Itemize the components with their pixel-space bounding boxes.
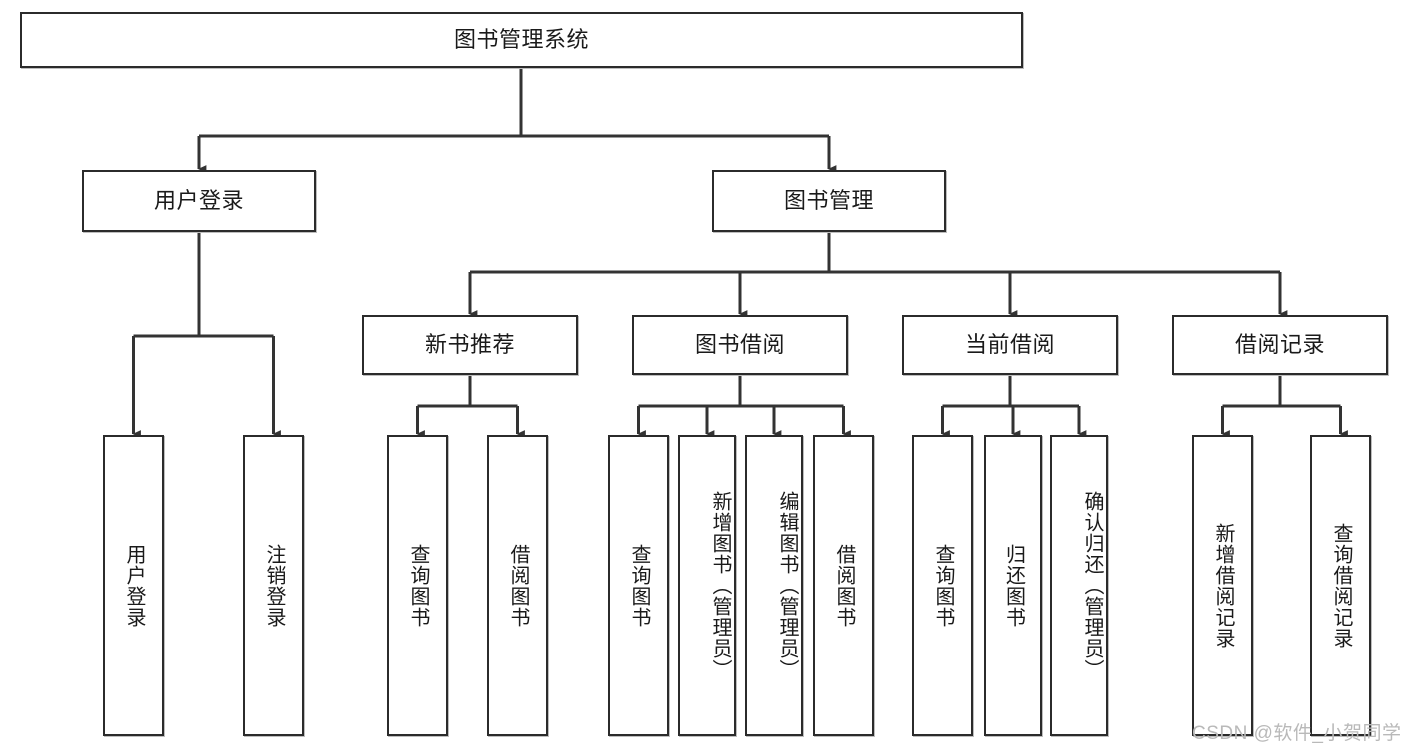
node-label: 图书管理 [783, 187, 874, 213]
node-label: 图书管理系统 [453, 26, 589, 52]
node-new-book-rec[interactable]: 新书推荐 [362, 315, 578, 375]
node-leaf-record-add[interactable]: 新增借阅记录 [1192, 435, 1253, 736]
node-current-borrow[interactable]: 当前借阅 [902, 315, 1118, 375]
node-label: 借阅图书 [507, 543, 529, 628]
node-book-manage[interactable]: 图书管理 [712, 170, 946, 232]
node-leaf-book-edit[interactable]: 编辑图书（管理员） [745, 435, 803, 736]
node-label: 新书推荐 [424, 331, 515, 357]
node-label: 编辑图书（管理员） [776, 491, 798, 680]
node-leaf-user-logout[interactable]: 注销登录 [243, 435, 304, 736]
node-label: 归还图书 [1002, 543, 1025, 628]
node-leaf-cur-return[interactable]: 归还图书 [984, 435, 1042, 736]
node-label: 当前借阅 [964, 331, 1055, 357]
node-label: 注销登录 [263, 543, 285, 628]
node-leaf-rec-borrow[interactable]: 借阅图书 [487, 435, 548, 736]
node-leaf-book-borrow[interactable]: 借阅图书 [813, 435, 874, 736]
node-label: 用户登录 [123, 543, 145, 628]
node-label: 用户登录 [153, 187, 244, 213]
node-label: 借阅记录 [1234, 331, 1325, 357]
node-label: 图书借阅 [694, 331, 785, 357]
node-label: 新增借阅记录 [1212, 522, 1234, 649]
node-leaf-user-login[interactable]: 用户登录 [103, 435, 164, 736]
node-leaf-borrow-query[interactable]: 查询图书 [608, 435, 669, 736]
node-user-login[interactable]: 用户登录 [82, 170, 316, 232]
node-leaf-record-query[interactable]: 查询借阅记录 [1310, 435, 1371, 736]
node-leaf-book-add[interactable]: 新增图书（管理员） [678, 435, 736, 736]
node-label: 新增图书（管理员） [709, 491, 731, 680]
node-label: 确认归还（管理员） [1081, 491, 1103, 680]
node-borrow-record[interactable]: 借阅记录 [1172, 315, 1388, 375]
node-book-borrow[interactable]: 图书借阅 [632, 315, 848, 375]
node-leaf-cur-confirm[interactable]: 确认归还（管理员） [1050, 435, 1108, 736]
node-root[interactable]: 图书管理系统 [20, 12, 1023, 68]
node-label: 查询图书 [407, 543, 429, 628]
node-label: 借阅图书 [833, 543, 855, 628]
node-label: 查询图书 [932, 543, 954, 628]
node-leaf-cur-query[interactable]: 查询图书 [912, 435, 973, 736]
node-leaf-rec-query[interactable]: 查询图书 [387, 435, 448, 736]
node-label: 查询借阅记录 [1330, 522, 1352, 649]
node-label: 查询图书 [628, 543, 650, 628]
csdn-watermark: CSDN @软件_小贺同学 [1192, 723, 1402, 744]
